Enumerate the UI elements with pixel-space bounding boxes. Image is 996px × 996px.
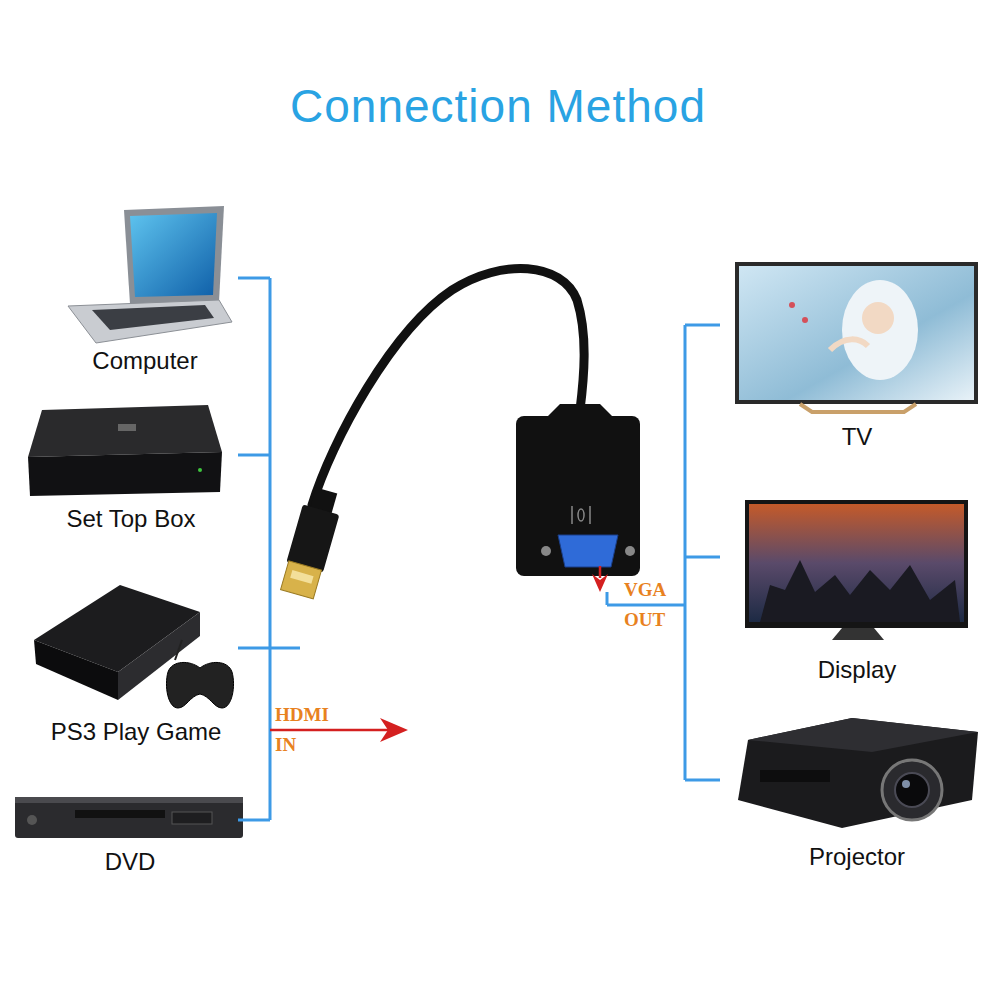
- projector-top: [748, 718, 978, 752]
- arrow-shaft: [270, 729, 392, 732]
- tv-petal: [789, 302, 795, 308]
- display-figures: [760, 560, 960, 622]
- projector-lens: [902, 780, 910, 788]
- box-front: [28, 452, 222, 496]
- controller-cable: [175, 640, 182, 660]
- device-node: PS3 Play Game: [25, 575, 247, 747]
- bracket-tick: [238, 819, 270, 822]
- display-screen: [749, 504, 964, 622]
- device-node: DVD: [10, 792, 250, 877]
- box-led: [198, 468, 202, 472]
- set-top-box-picture: [28, 405, 222, 496]
- vga-port: [558, 535, 618, 567]
- device-node: Display: [740, 495, 974, 685]
- display-stand: [832, 628, 884, 640]
- device-label: Projector: [809, 842, 905, 872]
- port-icon: [571, 506, 573, 524]
- display-picture: [745, 500, 968, 640]
- device-label: Display: [818, 655, 897, 685]
- hdmi-plug: [279, 485, 345, 599]
- tv-figure: [842, 280, 918, 380]
- laptop-screen: [130, 213, 217, 297]
- dvd-player-picture: [15, 797, 243, 838]
- dvd-display: [172, 812, 212, 824]
- tv-figure: [862, 302, 894, 334]
- bracket-line: [684, 325, 687, 780]
- device-label: Set Top Box: [67, 504, 196, 534]
- plug-contacts: [290, 570, 313, 584]
- dvd-tray: [75, 810, 165, 818]
- tv-picture: [735, 262, 978, 412]
- diagram-title: Connection Method: [0, 78, 996, 134]
- device-node: Computer: [60, 200, 230, 376]
- port-label: HDMI IN: [275, 700, 329, 760]
- port-screw: [625, 546, 635, 556]
- projector-lens: [882, 760, 942, 820]
- tv-figure: [830, 339, 868, 350]
- laptop-keyboard: [92, 305, 214, 330]
- device-label: PS3 Play Game: [51, 717, 222, 747]
- tv-frame: [735, 262, 978, 404]
- vga-out-arrow: [592, 566, 608, 592]
- device-node: TV: [730, 256, 984, 452]
- projector-picture: [738, 718, 978, 828]
- box-logo: [118, 424, 136, 431]
- console-picture: [34, 585, 234, 708]
- arrow-shaft: [599, 566, 602, 578]
- tv-petal: [802, 317, 808, 323]
- adapter-body: [516, 416, 640, 576]
- laptop-lid: [124, 206, 224, 304]
- bracket-tick: [685, 779, 720, 782]
- bracket-tick: [238, 454, 270, 457]
- bracket-tick: [685, 556, 720, 559]
- projector-lens: [895, 773, 929, 807]
- dvd-body: [15, 797, 243, 838]
- display-frame: [745, 500, 968, 628]
- bracket-line: [269, 278, 272, 820]
- projector-body: [738, 718, 978, 828]
- port-icon: [589, 506, 591, 524]
- hdmi-vga-adapter: [279, 268, 640, 599]
- tv-stand: [800, 404, 916, 412]
- dvd-top-edge: [15, 797, 243, 803]
- bracket-tick: [685, 324, 720, 327]
- laptop-picture: [68, 206, 232, 343]
- box-top: [28, 405, 222, 457]
- port-icon: [578, 509, 584, 521]
- laptop-base: [68, 300, 232, 343]
- bracket-tick: [238, 277, 270, 280]
- bracket-tick: [238, 647, 300, 650]
- port-screw: [541, 546, 551, 556]
- port-label: VGA OUT: [624, 575, 665, 635]
- arrow-head: [592, 574, 608, 592]
- projector-vent: [760, 770, 830, 782]
- device-label: DVD: [105, 847, 156, 877]
- output-bracket: [607, 325, 720, 780]
- game-controller: [166, 662, 233, 708]
- tv-screen: [739, 266, 974, 400]
- bracket-line: [607, 604, 685, 607]
- device-label: TV: [842, 422, 873, 452]
- arrow-head: [380, 718, 408, 742]
- dvd-button: [27, 815, 37, 825]
- console-side: [34, 640, 118, 700]
- device-node: Projector: [730, 712, 984, 872]
- device-label: Computer: [92, 346, 197, 376]
- device-node: Set Top Box: [20, 400, 242, 534]
- bracket-tick: [606, 592, 609, 605]
- plug-tip: [281, 561, 322, 599]
